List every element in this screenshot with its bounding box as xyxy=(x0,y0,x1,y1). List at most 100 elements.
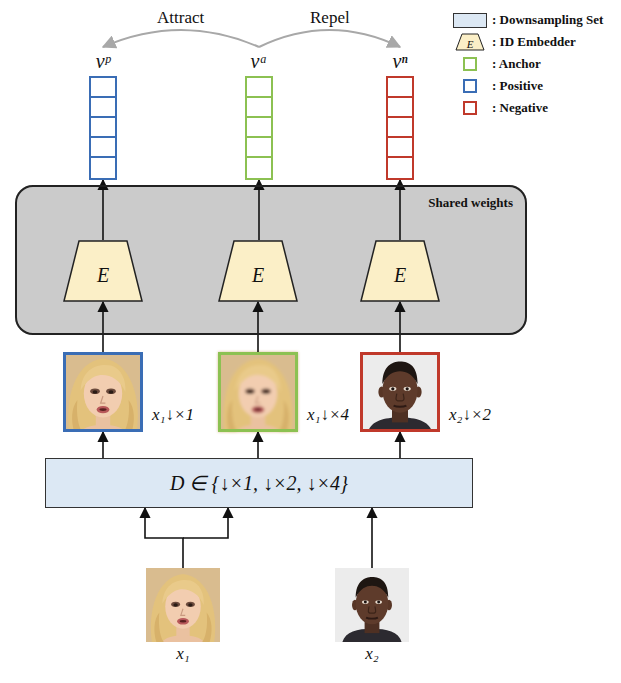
legend-row: : Downsampling Set xyxy=(452,10,603,30)
similarity-arc xyxy=(103,30,259,47)
flow-arrow xyxy=(371,508,373,568)
trapezoid xyxy=(64,241,142,301)
legend-text: : Positive xyxy=(492,78,543,94)
connector xyxy=(400,180,401,240)
vector-cell xyxy=(247,78,271,98)
legend-row: E : ID Embedder xyxy=(452,32,576,52)
legend-row: : Anchor xyxy=(452,54,541,74)
legend-row: : Positive xyxy=(452,76,543,96)
connector xyxy=(372,508,373,568)
face-image-frame: x₂↓×2 xyxy=(360,352,440,432)
legend-swatch xyxy=(452,55,488,73)
vector-cell xyxy=(388,78,412,98)
vector-cells xyxy=(89,76,117,180)
flow-arrow xyxy=(399,180,401,240)
vector-cell xyxy=(91,138,115,158)
embedding-vector: vᵖ xyxy=(88,50,118,180)
connector xyxy=(259,180,260,240)
id-embedder: E xyxy=(63,240,143,302)
group-title: Shared weights xyxy=(428,195,513,211)
image-caption: x₁↓×4 xyxy=(307,405,349,425)
connector xyxy=(103,432,104,458)
band-fill xyxy=(15,185,527,335)
flow-arrow xyxy=(399,432,401,458)
flow-arrow xyxy=(258,180,260,240)
vector-cell xyxy=(388,98,412,118)
legend-text: : Negative xyxy=(492,100,548,116)
downsampling-set-label: D ∈ {↓×1, ↓×2, ↓×4} xyxy=(170,471,348,495)
vector-cell xyxy=(247,138,271,158)
face-image-frame: x₁↓×1 xyxy=(63,352,143,432)
trapezoid xyxy=(456,34,484,50)
vector-cell xyxy=(388,138,412,158)
flow-arrow xyxy=(257,432,259,458)
legend-text: : Anchor xyxy=(492,56,541,72)
vector-cell xyxy=(91,118,115,138)
flow-arrow xyxy=(257,302,259,352)
face-image xyxy=(146,568,220,643)
face-image xyxy=(360,352,440,432)
trapezoid xyxy=(219,241,297,301)
vector-label: vᵃ xyxy=(251,50,268,72)
vector-cell xyxy=(91,78,115,98)
embedder-label: E xyxy=(252,264,264,287)
legend-swatch xyxy=(452,11,488,29)
embedder-label: E xyxy=(97,264,109,287)
vector-cell xyxy=(247,98,271,118)
connector xyxy=(103,30,259,47)
flow-arrow xyxy=(102,180,104,240)
connector xyxy=(103,180,104,240)
image-caption: x₁↓×1 xyxy=(152,405,194,425)
face-image-frame: x₂ xyxy=(335,568,409,642)
connector xyxy=(258,432,259,458)
connector xyxy=(259,30,400,47)
trapezoid xyxy=(361,241,439,301)
vector-label: vᵖ xyxy=(96,50,111,72)
image-caption: x₂ xyxy=(335,644,409,663)
face-image xyxy=(335,568,409,642)
legend-embedder-letter: E xyxy=(467,38,474,50)
connector xyxy=(145,508,228,568)
face-image-blurred xyxy=(218,352,298,434)
image-caption: x₂↓×2 xyxy=(449,405,491,425)
legend-text: : ID Embedder xyxy=(492,34,576,50)
vector-cell xyxy=(91,158,115,178)
id-embedder: E xyxy=(360,240,440,302)
flow-arrow xyxy=(102,302,104,352)
legend-text: : Downsampling Set xyxy=(492,12,603,28)
vector-cell xyxy=(247,158,271,178)
connector xyxy=(103,302,104,352)
legend-swatch xyxy=(452,77,488,95)
legend-swatch xyxy=(452,99,488,117)
embedding-vector: vⁿ xyxy=(385,50,415,180)
similarity-arc xyxy=(259,30,400,47)
legend-swatch: E xyxy=(452,33,488,51)
id-embedder: E xyxy=(218,240,298,302)
shared-weights-group: Shared weightsE E E xyxy=(15,185,527,335)
connector xyxy=(400,432,401,458)
edge-label: Repel xyxy=(307,8,353,27)
flow-arrow xyxy=(399,302,401,352)
face-image-frame: x₁ xyxy=(146,568,220,642)
vector-cell xyxy=(388,118,412,138)
legend-swatch-box xyxy=(453,13,487,28)
vector-cell xyxy=(247,118,271,138)
vector-cells xyxy=(386,76,414,180)
flow-arrow xyxy=(102,432,104,458)
flow-arrow xyxy=(183,508,228,538)
downsampling-set-box: D ∈ {↓×1, ↓×2, ↓×4} xyxy=(45,458,473,508)
face-image xyxy=(63,352,143,434)
connector xyxy=(258,302,259,352)
vector-cell xyxy=(388,158,412,178)
legend-row: : Negative xyxy=(452,98,548,118)
vector-cells xyxy=(245,76,273,180)
vector-cell xyxy=(91,98,115,118)
embedder-label: E xyxy=(394,264,406,287)
face-image-frame: x₁↓×4 xyxy=(218,352,298,432)
embedding-vector: vᵃ xyxy=(244,50,274,180)
legend-swatch-box xyxy=(463,101,477,115)
connector xyxy=(400,302,401,352)
legend-swatch-box xyxy=(463,57,477,71)
flow-arrow xyxy=(145,508,183,568)
